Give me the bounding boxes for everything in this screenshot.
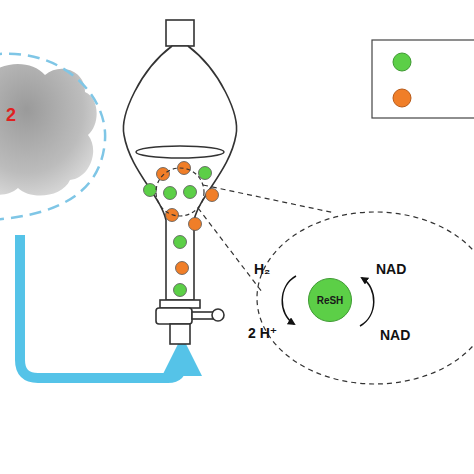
node-label: ReSH	[317, 295, 344, 306]
zoom-ellipse	[257, 212, 474, 384]
reaction-arrow	[282, 276, 296, 324]
enzyme-circle: ReSH	[308, 278, 352, 322]
dashed-boundary	[0, 54, 105, 220]
zoom-line	[198, 208, 262, 292]
reaction-species: NAD	[380, 328, 410, 342]
reaction-arrow	[360, 278, 374, 326]
beads	[144, 162, 219, 297]
separatory-funnel	[123, 20, 236, 344]
reaction-species: NAD	[376, 262, 406, 276]
zoom-line	[203, 185, 335, 213]
reaction-species: H₂	[254, 262, 270, 276]
flow-arrow	[20, 235, 182, 378]
zoom-circle	[156, 168, 204, 216]
cloud-label: 2	[6, 106, 16, 124]
legend-box	[372, 40, 474, 118]
reaction-species: 2 H⁺	[248, 326, 277, 340]
